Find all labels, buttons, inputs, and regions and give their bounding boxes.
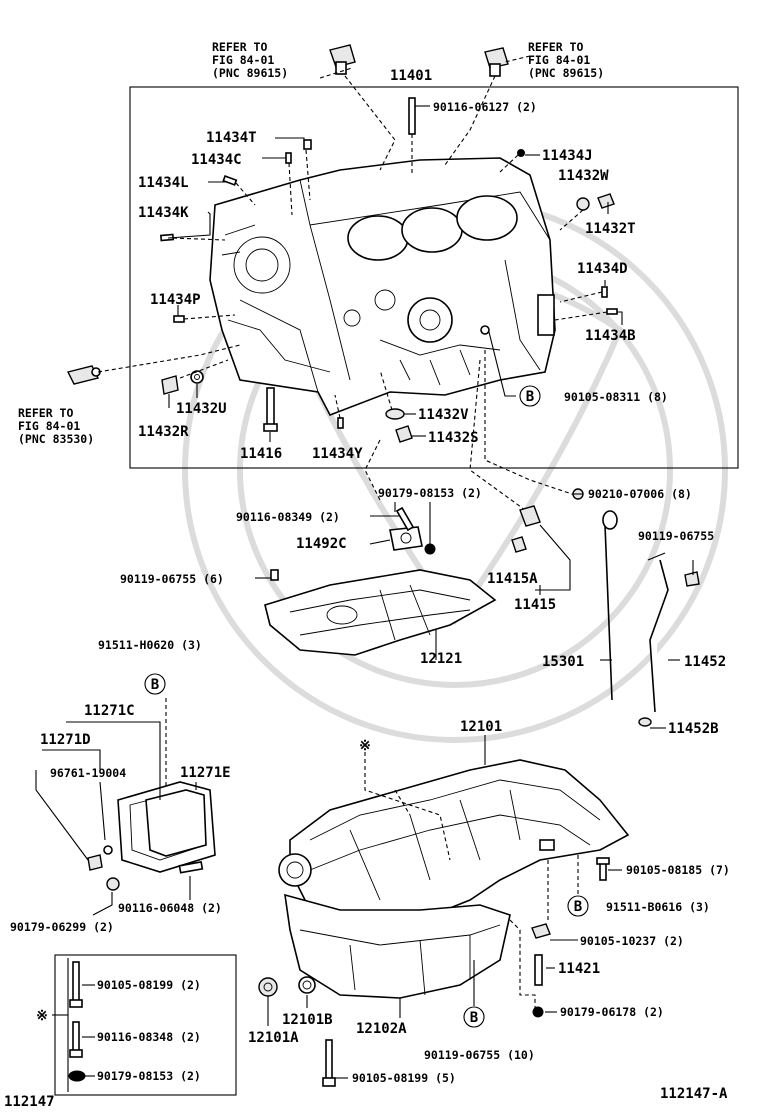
label-90116-08348: 90116-08348 (2) (97, 1030, 201, 1044)
oil-pan-drawing (87, 759, 630, 1087)
label-11432W: 11432W (558, 168, 609, 184)
b-marker: B (567, 895, 589, 917)
label-11434L: 11434L (138, 175, 189, 191)
bolt-legend-box (52, 954, 237, 1096)
label-11401: 11401 (390, 68, 432, 84)
label-11421: 11421 (558, 961, 600, 977)
label-90105-08199-5: 90105-08199 (5) (352, 1071, 456, 1085)
refer-note-top-left: REFER TO FIG 84-01 (PNC 89615) (212, 40, 288, 80)
label-90179-06299: 90179-06299 (2) (10, 920, 114, 934)
figure-number-left: 112147 (4, 1094, 55, 1110)
label-90179-08153: 90179-08153 (2) (378, 486, 482, 500)
refer-note-left: REFER TO FIG 84-01 (PNC 83530) (18, 406, 94, 446)
label-90179-06178: 90179-06178 (2) (560, 1005, 664, 1019)
label-15301: 15301 (542, 654, 584, 670)
label-11434J: 11434J (542, 148, 593, 164)
label-12121: 12121 (420, 651, 462, 667)
label-11434T: 11434T (206, 130, 257, 146)
label-11271C: 11271C (84, 703, 135, 719)
oil-pan-leader-lines (35, 721, 622, 1079)
b-markers: B B B B (144, 385, 589, 1028)
engine-block-frame (129, 86, 739, 469)
middle-parts (264, 488, 700, 727)
label-96761-19004: 96761-19004 (50, 766, 126, 780)
block-leader-lines (97, 55, 623, 511)
asterisk-marker-pan: ※ (359, 738, 371, 754)
label-11434K: 11434K (138, 205, 189, 221)
label-11271E: 11271E (180, 765, 231, 781)
b-marker: B (463, 1006, 485, 1028)
label-11416: 11416 (240, 446, 282, 462)
svg-text:FIG 84-01: FIG 84-01 (18, 419, 80, 433)
label-11434D: 11434D (577, 261, 628, 277)
label-11492C: 11492C (296, 536, 347, 552)
label-90116-06048: 90116-06048 (2) (118, 901, 222, 915)
label-11434C: 11434C (191, 152, 242, 168)
block-small-parts (66, 44, 618, 443)
svg-text:REFER TO: REFER TO (18, 406, 73, 420)
label-90119-06755-6: 90119-06755 (6) (120, 572, 224, 586)
label-11271D: 11271D (40, 732, 91, 748)
label-12102A: 12102A (356, 1021, 407, 1037)
label-12101: 12101 (460, 719, 502, 735)
svg-text:(PNC 83530): (PNC 83530) (18, 432, 94, 446)
svg-text:REFER TO: REFER TO (212, 40, 267, 54)
label-11432R: 11432R (138, 424, 189, 440)
label-91511-H0620: 91511-H0620 (3) (98, 638, 202, 652)
cylinder-block-drawing (209, 157, 556, 417)
asterisk-marker-box: ※ (36, 1008, 48, 1024)
label-91511-B0616: 91511-B0616 (3) (606, 900, 710, 914)
label-11452: 11452 (684, 654, 726, 670)
label-90210-07006: 90210-07006 (8) (588, 487, 692, 501)
label-90105-08199-box: 90105-08199 (2) (97, 978, 201, 992)
svg-text:FIG 84-01: FIG 84-01 (212, 53, 274, 67)
label-11434P: 11434P (150, 292, 201, 308)
label-90105-08311: 90105-08311 (8) (564, 390, 668, 404)
label-11432S: 11432S (428, 430, 479, 446)
label-90119-06755-10: 90119-06755 (10) (424, 1048, 535, 1062)
label-11415A: 11415A (487, 571, 538, 587)
label-11434B: 11434B (585, 328, 636, 344)
b-marker: B (144, 673, 166, 695)
label-11432T: 11432T (585, 221, 636, 237)
label-90105-10237: 90105-10237 (2) (580, 934, 684, 948)
svg-text:B: B (470, 1010, 478, 1026)
svg-text:B: B (574, 899, 582, 915)
label-90179-08153-box: 90179-08153 (2) (97, 1069, 201, 1083)
svg-text:B: B (526, 389, 534, 405)
label-11415: 11415 (514, 597, 556, 613)
label-11434Y: 11434Y (312, 446, 363, 462)
svg-text:(PNC 89615): (PNC 89615) (528, 66, 604, 80)
b-marker: B (519, 385, 541, 407)
label-90116-06127: 90116-06127 (2) (433, 100, 537, 114)
label-90105-08185: 90105-08185 (7) (626, 863, 730, 877)
refer-note-top-right: REFER TO FIG 84-01 (PNC 89615) (528, 40, 604, 80)
part-labels: 11401 90116-06127 (2) 11434T 11434C 1143… (4, 68, 730, 1110)
svg-text:B: B (151, 677, 159, 693)
label-90116-08349: 90116-08349 (2) (236, 510, 340, 524)
svg-text:REFER TO: REFER TO (528, 40, 583, 54)
label-11432U: 11432U (176, 401, 227, 417)
label-12101B: 12101B (282, 1012, 333, 1028)
svg-text:FIG 84-01: FIG 84-01 (528, 53, 590, 67)
svg-text:(PNC 89615): (PNC 89615) (212, 66, 288, 80)
label-12101A: 12101A (248, 1030, 299, 1046)
label-11432V: 11432V (418, 407, 469, 423)
label-90119-06755-right: 90119-06755 (638, 529, 714, 543)
label-11452B: 11452B (668, 721, 719, 737)
figure-number-right: 112147-A (660, 1086, 728, 1102)
